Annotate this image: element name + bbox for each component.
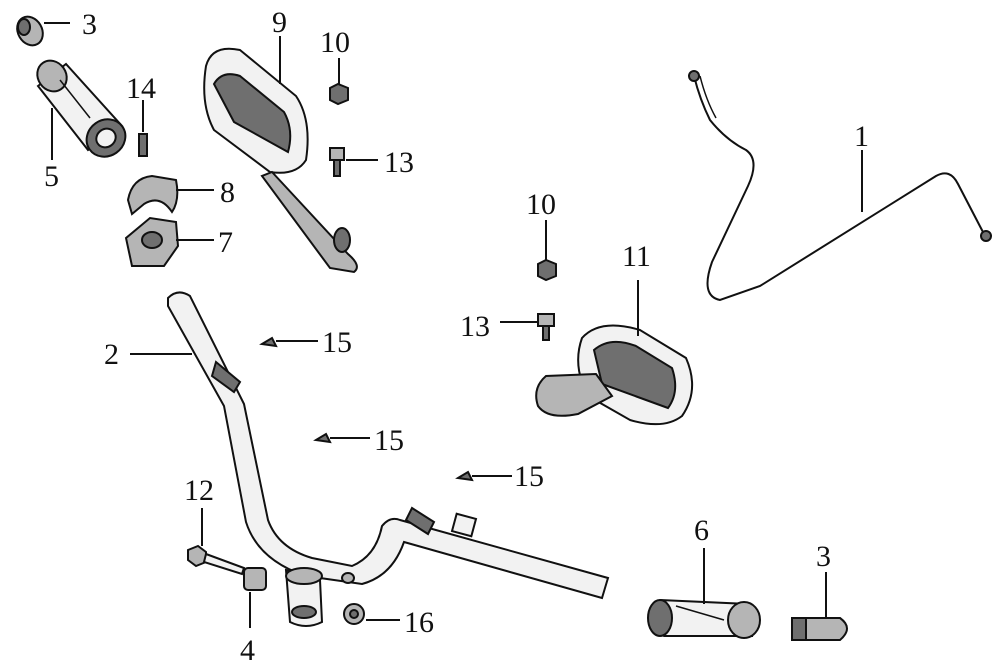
callout-5: 5 [44, 160, 59, 193]
callout-11: 11 [622, 240, 651, 273]
callout-3-top: 3 [82, 8, 97, 41]
callout-15-b: 15 [374, 424, 404, 457]
part-3-end-cap-left [16, 15, 70, 47]
callout-7: 7 [218, 226, 233, 259]
part-7-lower-clamp [124, 216, 214, 267]
part-4-spacer [243, 567, 267, 628]
part-13-bolt-top [329, 147, 378, 177]
callout-9: 9 [272, 6, 287, 39]
part-15-screw-c [455, 470, 512, 482]
part-6-right-grip [647, 548, 761, 639]
part-13-bolt-middle [500, 313, 555, 341]
part-2-handlebar [130, 291, 610, 627]
part-1-throttle-cable [688, 70, 992, 302]
callout-15-c: 15 [514, 460, 544, 493]
part-10-nut-middle [537, 220, 557, 282]
part-9-left-mirror [203, 36, 358, 274]
callout-1: 1 [854, 120, 869, 153]
part-5-left-grip [36, 59, 127, 160]
callout-4: 4 [240, 634, 255, 667]
part-3-end-cap-right [791, 572, 848, 641]
part-8-upper-clamp [126, 174, 214, 216]
callout-12: 12 [184, 474, 214, 507]
part-12-long-bolt [187, 508, 246, 576]
part-15-screw-a [259, 336, 318, 348]
callout-13-top: 13 [384, 146, 414, 179]
part-11-right-mirror [535, 280, 693, 426]
callout-10-middle: 10 [526, 188, 556, 221]
callout-14: 14 [126, 72, 156, 105]
callout-13-middle: 13 [460, 310, 490, 343]
callout-10-top: 10 [320, 26, 350, 59]
callout-8: 8 [220, 176, 235, 209]
part-14-screw [138, 100, 148, 157]
part-15-screw-b [313, 432, 370, 444]
callout-6: 6 [694, 514, 709, 547]
part-10-nut-top [329, 58, 349, 106]
callout-16: 16 [404, 606, 434, 639]
callout-15-a: 15 [322, 326, 352, 359]
callout-2: 2 [104, 338, 119, 371]
part-16-nut [343, 603, 400, 625]
callout-3-right: 3 [816, 540, 831, 573]
